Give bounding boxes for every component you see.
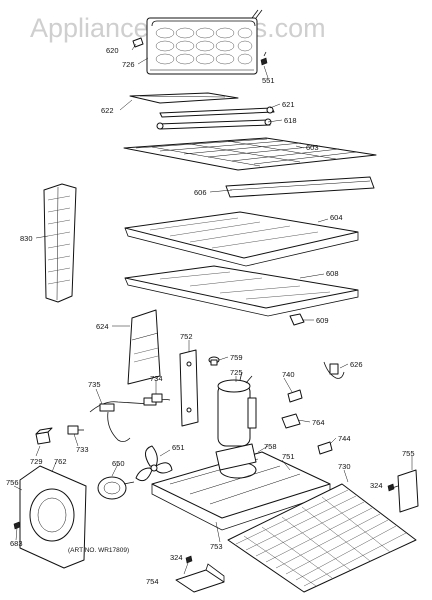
cover-622: [129, 92, 239, 104]
callout-621: 621: [282, 100, 295, 109]
callout-756: 756: [6, 478, 19, 487]
rail-606: [225, 176, 375, 198]
callout-764: 764: [312, 418, 325, 427]
duct-830: [43, 183, 77, 303]
callout-729: 729: [30, 457, 43, 466]
bracket-752: [179, 349, 199, 427]
tray-608: [124, 265, 359, 317]
callout-551: 551: [262, 76, 275, 85]
callout-762: 762: [54, 457, 67, 466]
callout-733: 733: [76, 445, 89, 454]
fan-651: [135, 445, 173, 482]
art-number: (ART NO. WR17809): [68, 547, 129, 554]
connector-734: [151, 393, 163, 403]
callout-683: 683: [10, 539, 23, 548]
callout-labels: 620 726 551 622 621 618 603 606 830 604 …: [6, 46, 415, 586]
callout-744: 744: [338, 434, 351, 443]
callout-620: 620: [106, 46, 119, 55]
clip-609: [289, 313, 305, 326]
pan-604: [124, 211, 359, 267]
callout-740: 740: [282, 370, 295, 379]
heater-621: [159, 106, 275, 118]
foot-754: [175, 563, 225, 593]
part-764: [281, 413, 301, 429]
callout-758: 758: [264, 442, 277, 451]
evaporator-coil-726: [146, 9, 263, 75]
mount-758: [215, 443, 257, 471]
callout-651: 651: [172, 443, 185, 452]
callout-603: 603: [306, 143, 319, 152]
callout-751: 751: [282, 452, 295, 461]
callout-622: 622: [101, 106, 114, 115]
callout-734: 734: [150, 374, 163, 383]
callout-324-bottom: 324: [170, 553, 183, 562]
callout-618: 618: [284, 116, 297, 125]
callout-759: 759: [230, 353, 243, 362]
callout-752: 752: [180, 332, 193, 341]
capacitor-729: [35, 427, 53, 445]
callout-725: 725: [230, 368, 243, 377]
callout-755: 755: [402, 449, 415, 458]
fan-motor-650: [97, 476, 135, 500]
callout-830: 830: [20, 234, 33, 243]
callout-753: 753: [210, 542, 223, 551]
callout-726: 726: [122, 60, 135, 69]
screw-683: [13, 521, 21, 530]
leader-lines: [13, 43, 413, 575]
callout-730: 730: [338, 462, 351, 471]
callout-626: 626: [350, 360, 363, 369]
callout-735: 735: [88, 380, 101, 389]
callout-609: 609: [316, 316, 329, 325]
callout-324-right: 324: [370, 481, 383, 490]
harness-735: [89, 397, 171, 442]
bracket-755: [391, 469, 419, 513]
screw-759: [208, 356, 220, 366]
callout-754: 754: [146, 577, 159, 586]
part-626: [323, 361, 345, 379]
part-740: [287, 389, 303, 403]
condenser-730: [227, 483, 417, 593]
bracket-624: [127, 309, 161, 385]
base-751: [151, 451, 331, 531]
callout-604: 604: [330, 213, 343, 222]
callout-606: 606: [194, 188, 207, 197]
screw-324-bottom: [185, 555, 193, 564]
heater-618: [156, 118, 272, 130]
screw-551: [260, 51, 268, 66]
shroud-756: [19, 465, 87, 569]
part-744: [317, 441, 333, 455]
callout-608: 608: [326, 269, 339, 278]
shelf-603: [123, 137, 377, 171]
callout-650: 650: [112, 459, 125, 468]
screw-324-right: [387, 483, 395, 492]
compressor-725: [217, 371, 257, 447]
plug-733: [67, 425, 84, 435]
callout-624: 624: [96, 322, 109, 331]
